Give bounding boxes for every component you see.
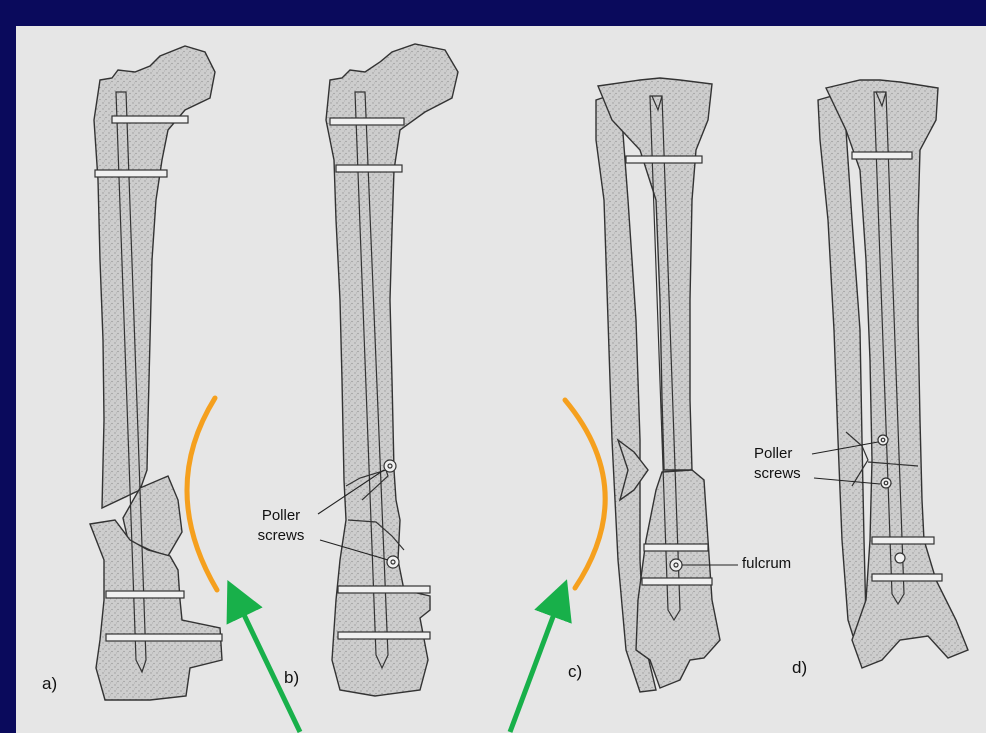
green-arrow-right (510, 598, 560, 732)
fulcrum-screw (670, 559, 682, 571)
poller-label-line1: Poller (236, 506, 326, 526)
green-arrow-left (236, 598, 300, 732)
tibia-c (596, 78, 720, 692)
femur-a (90, 46, 222, 700)
highlight-arc-right (565, 400, 605, 588)
panel-label-d: d) (792, 658, 807, 678)
panel-label-b: b) (284, 668, 299, 688)
poller-label-line2: screws (236, 526, 326, 546)
highlight-arc-left (187, 398, 217, 590)
femur-b (326, 44, 458, 696)
poller-screws-label-b: Poller screws (236, 506, 326, 546)
poller-label-line2: screws (754, 464, 824, 484)
panel-label-a: a) (42, 674, 57, 694)
panel-label-c: c) (568, 662, 582, 682)
poller-screws-label-d: Poller screws (754, 444, 824, 484)
fulcrum-label: fulcrum (742, 554, 791, 574)
poller-label-line1: Poller (754, 444, 824, 464)
